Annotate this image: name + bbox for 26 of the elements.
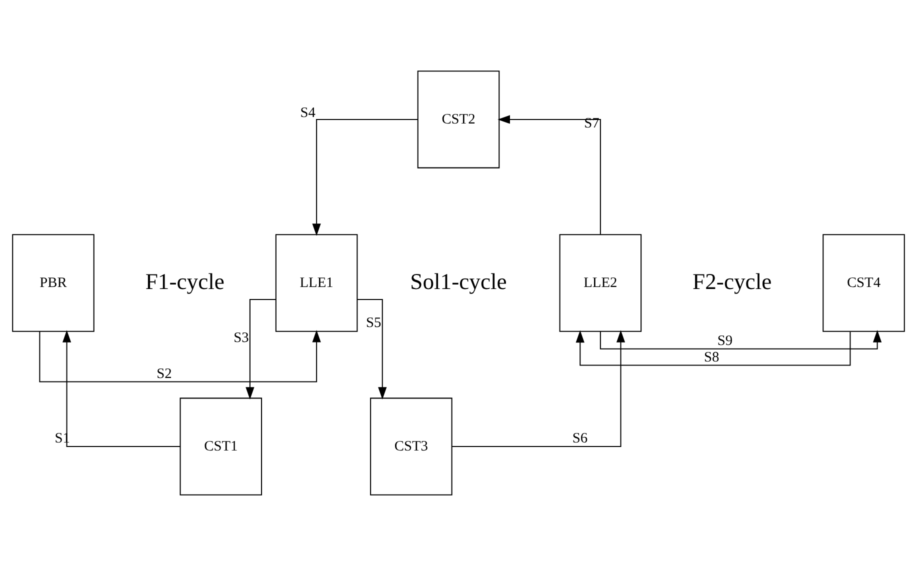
edge-label: S5 bbox=[366, 315, 382, 332]
edge-label: S6 bbox=[572, 430, 588, 447]
arrow bbox=[600, 330, 882, 350]
edge-label: S2 bbox=[156, 366, 172, 382]
node-box: PBR bbox=[12, 234, 94, 332]
arrow bbox=[358, 298, 387, 400]
arrow bbox=[62, 330, 180, 448]
arrow bbox=[498, 115, 601, 234]
label: Sol1-cycle bbox=[410, 268, 507, 294]
edge-label: S8 bbox=[704, 349, 720, 366]
node-box: CST4 bbox=[822, 234, 905, 332]
arrow bbox=[452, 330, 626, 448]
arrow bbox=[39, 330, 321, 382]
arrow bbox=[246, 298, 276, 400]
edge-label: S4 bbox=[300, 105, 316, 122]
label: F1-cycle bbox=[145, 268, 224, 294]
label: F2-cycle bbox=[692, 268, 772, 294]
arrow bbox=[312, 118, 418, 236]
node-box: CST3 bbox=[370, 398, 452, 496]
node-box: CST1 bbox=[180, 398, 262, 496]
edge-label: S9 bbox=[717, 332, 733, 349]
node-box: CST2 bbox=[417, 70, 500, 168]
node-box: LLE1 bbox=[275, 234, 358, 332]
node-box: LLE2 bbox=[559, 234, 642, 332]
arrow bbox=[576, 330, 851, 366]
edge-label: S3 bbox=[234, 330, 249, 346]
